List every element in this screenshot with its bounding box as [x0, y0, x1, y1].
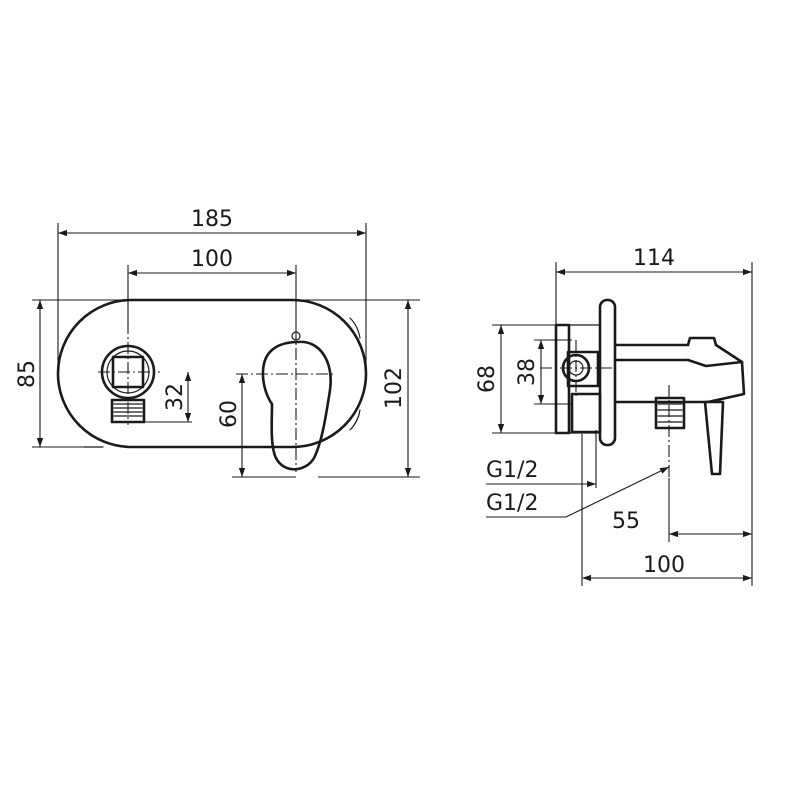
lever-cap — [686, 336, 718, 347]
outlet-fitting — [654, 396, 686, 430]
plate-edge-bottom — [349, 409, 361, 431]
dim-label-60: 60 — [217, 400, 242, 428]
dim-label-100-side: 100 — [643, 553, 685, 578]
outlet-thread — [657, 403, 683, 423]
plate-profile — [598, 298, 617, 447]
front-view: 185 100 85 102 60 32 — [15, 207, 420, 478]
valve-body — [566, 350, 600, 388]
lever-blade — [703, 400, 725, 476]
diverter-knob — [83, 344, 156, 448]
dim-label-100: 100 — [191, 247, 233, 272]
thread-label-inlet: G1/2 — [486, 458, 538, 483]
lever-arm-top — [714, 343, 744, 364]
inlet-block — [570, 392, 602, 434]
cover-plate-outline — [56, 298, 368, 449]
dim-label-114: 114 — [633, 246, 675, 271]
lever-arm — [613, 358, 746, 404]
dim-label-68: 68 — [475, 365, 500, 393]
dim-label-38: 38 — [515, 358, 540, 386]
mixer-lever — [261, 340, 332, 471]
plate-edge-top — [349, 317, 361, 339]
dim-label-85: 85 — [15, 360, 40, 388]
dim-label-185: 185 — [191, 207, 233, 232]
leader-g12-outlet — [486, 466, 670, 518]
dim-label-102: 102 — [382, 367, 407, 409]
dim-label-55: 55 — [612, 509, 640, 534]
dim-label-32: 32 — [163, 383, 188, 411]
side-view: 114 68 38 G1/2 G1/2 55 100 — [475, 246, 753, 586]
thread-label-outlet: G1/2 — [486, 491, 538, 516]
